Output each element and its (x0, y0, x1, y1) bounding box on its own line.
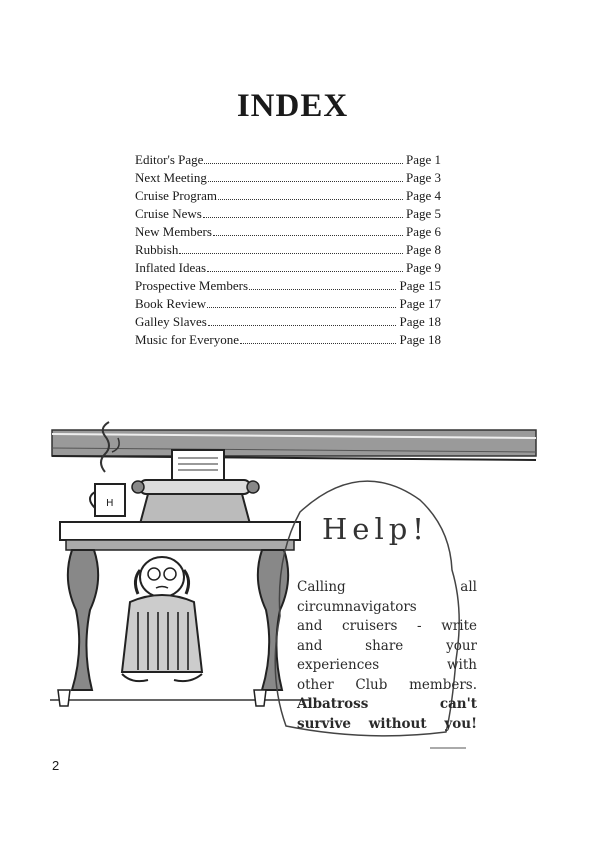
leader-dots (204, 153, 403, 164)
help-line: and cruisers - write (297, 618, 477, 634)
index-entry: Galley Slaves Page 18 (135, 313, 441, 331)
cartoon-illustration: H (50, 421, 537, 749)
page-title: INDEX (236, 88, 349, 124)
index-entry-label: Cruise Program (135, 188, 217, 203)
index-entry-label: Editor's Page (135, 152, 204, 167)
leader-dots (179, 243, 403, 254)
index-list: Editor's Page Page 1 Next Meeting Page 3 C… (135, 151, 441, 349)
index-entry: Next Meeting Page 3 (135, 169, 441, 187)
index-entry-label: New Members (135, 224, 212, 239)
help-line: survive without you! (297, 715, 477, 732)
index-entry: Cruise Program Page 4 (135, 187, 441, 205)
leader-dots (207, 171, 403, 182)
leader-dots (207, 297, 397, 308)
speech-balloon (274, 480, 460, 737)
index-entry-page: Page 5 (405, 206, 441, 221)
desk-leg-left (66, 549, 100, 691)
person-hiding (120, 556, 204, 683)
index-entry: Cruise News Page 5 (135, 205, 441, 223)
floor-cup (57, 689, 71, 707)
steam (100, 421, 110, 473)
index-entry-label: Galley Slaves (135, 314, 207, 329)
leader-dots (212, 225, 403, 236)
index-entry: Prospective Members Page 15 (135, 277, 441, 295)
index-entry-label: Cruise News (135, 206, 202, 221)
mug (94, 483, 126, 517)
help-message: Calling all circumnavigators and cruiser… (297, 578, 477, 734)
index-entry-page: Page 6 (405, 224, 441, 239)
index-entry: Rubbish Page 8 (135, 241, 441, 259)
help-line: circumnavigators (297, 598, 417, 615)
index-entry: Inflated Ideas Page 9 (135, 259, 441, 277)
help-title: Help! (322, 512, 429, 546)
index-entry-label: Next Meeting (135, 170, 207, 185)
index-entry: Music for Everyone Page 18 (135, 331, 441, 349)
index-entry-label: Music for Everyone (135, 332, 239, 347)
help-line: other Club members. (297, 676, 477, 693)
index-entry-label: Inflated Ideas (135, 260, 207, 275)
index-entry-label: Prospective Members (135, 278, 249, 293)
svg-text:H: H (106, 498, 114, 509)
index-entry-page: Page 1 (405, 152, 441, 167)
help-line: Calling all (297, 579, 477, 595)
index-entry-page: Page 17 (399, 296, 441, 311)
index-entry-page: Page 3 (405, 170, 441, 185)
index-entry-label: Book Review (135, 296, 207, 311)
index-entry-page: Page 9 (405, 260, 441, 275)
leader-dots (249, 279, 397, 290)
index-entry: New Members Page 6 (135, 223, 441, 241)
leader-dots (207, 261, 403, 272)
leader-dots (217, 189, 403, 200)
index-entry-page: Page 8 (405, 242, 441, 257)
index-entry: Book Review Page 17 (135, 295, 441, 313)
index-entry-label: Rubbish (135, 242, 179, 257)
index-entry-page: Page 18 (399, 314, 441, 329)
leader-dots (202, 207, 403, 218)
help-line: experiences with (297, 657, 477, 673)
floor-cup (253, 689, 267, 707)
help-line: and share your (297, 637, 477, 654)
page-number: 2 (52, 758, 60, 773)
leader-dots (207, 315, 397, 326)
index-entry-page: Page 18 (399, 332, 441, 347)
index-entry: Editor's Page Page 1 (135, 151, 441, 169)
index-entry-page: Page 4 (405, 188, 441, 203)
help-line: Albatross can't (297, 696, 477, 712)
desk-leg-right (256, 549, 290, 691)
desk-top (59, 521, 301, 541)
typewriter (131, 449, 260, 525)
index-entry-page: Page 15 (399, 278, 441, 293)
leader-dots (239, 333, 397, 344)
